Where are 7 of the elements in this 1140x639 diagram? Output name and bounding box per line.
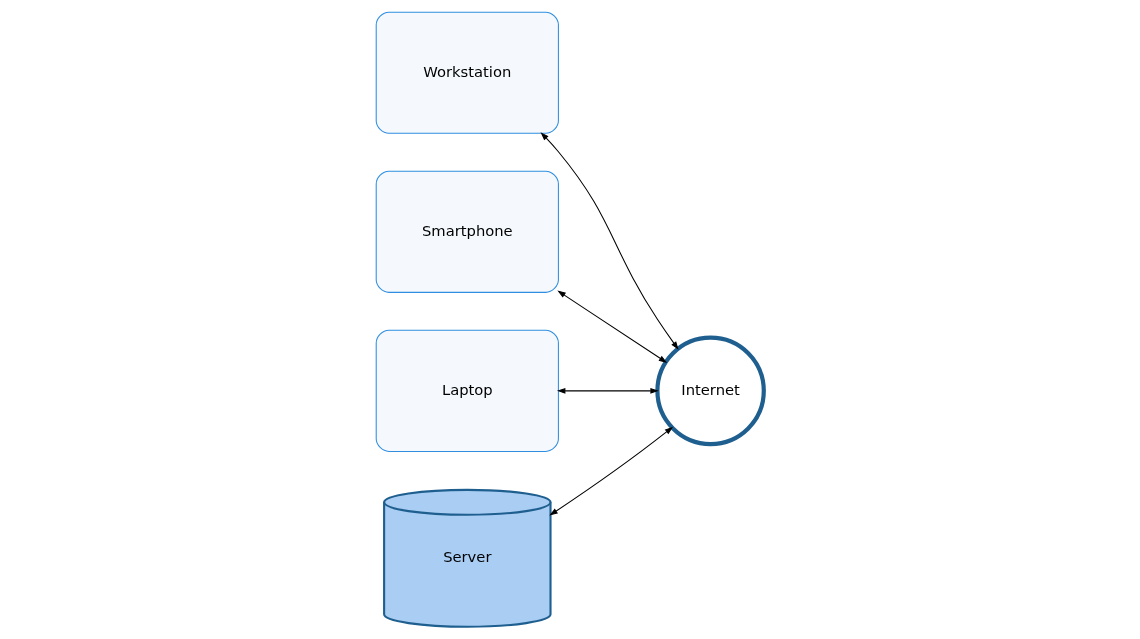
node-box: Smartphone [375, 170, 559, 293]
arrow [540, 132, 679, 350]
arrow [549, 426, 674, 516]
arrow [556, 387, 659, 394]
arrow [557, 290, 668, 363]
node-box: Laptop [375, 329, 559, 452]
node-box: Workstation [375, 11, 559, 134]
